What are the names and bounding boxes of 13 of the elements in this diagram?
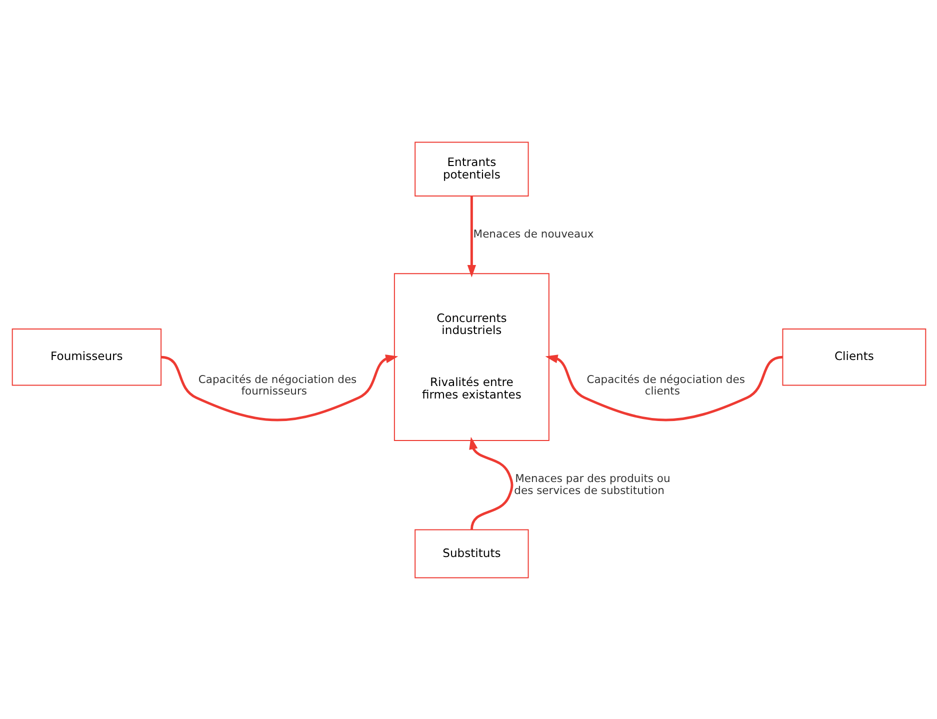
edge-label: Menaces de nouveaux [472, 227, 594, 240]
arrow [466, 196, 476, 277]
edge-label: Capacités de négociation des clients [586, 372, 744, 398]
edge-label: Capacités de négociation des fournisseurs [198, 372, 356, 398]
edge-label: Menaces par des produits ou des services de substitution [514, 472, 670, 496]
arrow [160, 354, 398, 421]
node-box: Substituts [414, 528, 528, 578]
node-box: Concurrents industriels Rivalités entre firmes existantes [393, 272, 549, 441]
node-box: Foumisseurs [11, 328, 162, 386]
arrow [468, 436, 513, 530]
arrow [544, 354, 782, 421]
node-box: Clients [782, 328, 926, 386]
node-box: Entrants potentiels [414, 141, 528, 196]
